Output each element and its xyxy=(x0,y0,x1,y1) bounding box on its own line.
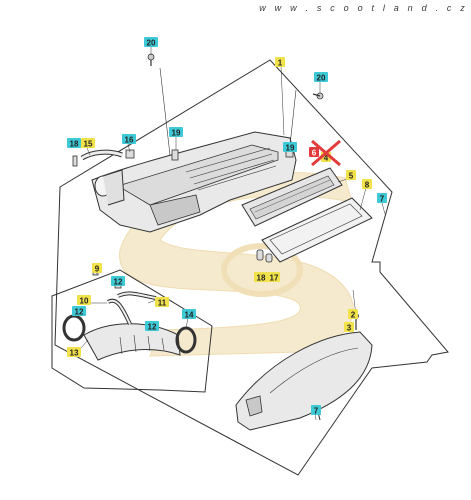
svg-text:16: 16 xyxy=(125,136,134,145)
callout-1: 1 xyxy=(275,57,285,68)
callout-6: 6 xyxy=(309,147,319,158)
svg-text:12: 12 xyxy=(114,278,123,287)
assembly-frame xyxy=(54,59,449,476)
highlight-marker-icon xyxy=(311,139,341,167)
callout-7-top: 7 xyxy=(377,193,387,204)
callout-16: 16 xyxy=(122,134,136,145)
svg-text:13: 13 xyxy=(70,349,79,358)
svg-text:10: 10 xyxy=(80,297,89,306)
hose-group-frame xyxy=(51,269,213,393)
svg-text:3: 3 xyxy=(347,324,352,333)
svg-text:17: 17 xyxy=(270,274,279,283)
svg-text:9: 9 xyxy=(95,265,100,274)
callout-19-mid: 19 xyxy=(169,127,183,138)
callout-20-right: 20 xyxy=(314,72,328,83)
svg-text:11: 11 xyxy=(158,299,167,308)
airbox-lower-case xyxy=(91,131,297,233)
svg-text:15: 15 xyxy=(84,140,93,149)
svg-text:2: 2 xyxy=(351,311,356,320)
callout-3: 3 xyxy=(344,322,354,333)
callout-9: 9 xyxy=(92,263,102,274)
callout-18-bottom: 18 xyxy=(254,272,268,283)
callout-layer: 20 1 20 16 15 19 19 18 xyxy=(67,37,387,416)
svg-text:20: 20 xyxy=(147,39,156,48)
callout-2: 2 xyxy=(348,309,358,320)
screw-20-right xyxy=(289,89,324,146)
callout-11: 11 xyxy=(155,297,169,308)
callout-10: 10 xyxy=(77,295,91,306)
svg-text:12: 12 xyxy=(148,323,157,332)
screw-20-top xyxy=(147,53,171,156)
svg-text:4: 4 xyxy=(324,154,329,163)
callout-8: 8 xyxy=(362,179,372,190)
svg-text:18: 18 xyxy=(257,274,266,283)
air-filter-element xyxy=(241,167,343,227)
svg-text:19: 19 xyxy=(172,129,181,138)
callout-20-top: 20 xyxy=(144,37,158,48)
airbox-cover xyxy=(235,331,373,431)
callout-17: 17 xyxy=(268,272,280,283)
svg-text:7: 7 xyxy=(380,195,385,204)
svg-text:20: 20 xyxy=(317,74,326,83)
callout-13: 13 xyxy=(67,347,81,358)
svg-text:6: 6 xyxy=(312,149,317,158)
svg-text:1: 1 xyxy=(278,59,283,68)
callout-5: 5 xyxy=(346,170,356,181)
callout-12-top: 12 xyxy=(111,276,125,287)
callout-18-left: 18 xyxy=(67,138,81,149)
svg-text:7: 7 xyxy=(314,407,319,416)
callout-7-bottom: 7 xyxy=(311,405,321,416)
callout-14: 14 xyxy=(182,309,196,320)
svg-text:14: 14 xyxy=(185,311,194,320)
callout-15: 15 xyxy=(81,138,95,149)
svg-text:18: 18 xyxy=(70,140,79,149)
svg-text:5: 5 xyxy=(349,172,354,181)
callout-12-left: 12 xyxy=(72,306,86,317)
drain-plug xyxy=(256,249,273,263)
svg-text:12: 12 xyxy=(75,308,84,317)
airbox-intake xyxy=(94,169,125,206)
box-fittings xyxy=(72,149,294,167)
filter-gasket xyxy=(261,197,373,263)
svg-text:19: 19 xyxy=(286,144,295,153)
svg-text:8: 8 xyxy=(365,181,370,190)
watermark-url: w w w . s c o o t l a n d . c z xyxy=(259,3,468,13)
callout-12-right: 12 xyxy=(145,321,159,332)
callout-19-right: 19 xyxy=(283,142,297,153)
